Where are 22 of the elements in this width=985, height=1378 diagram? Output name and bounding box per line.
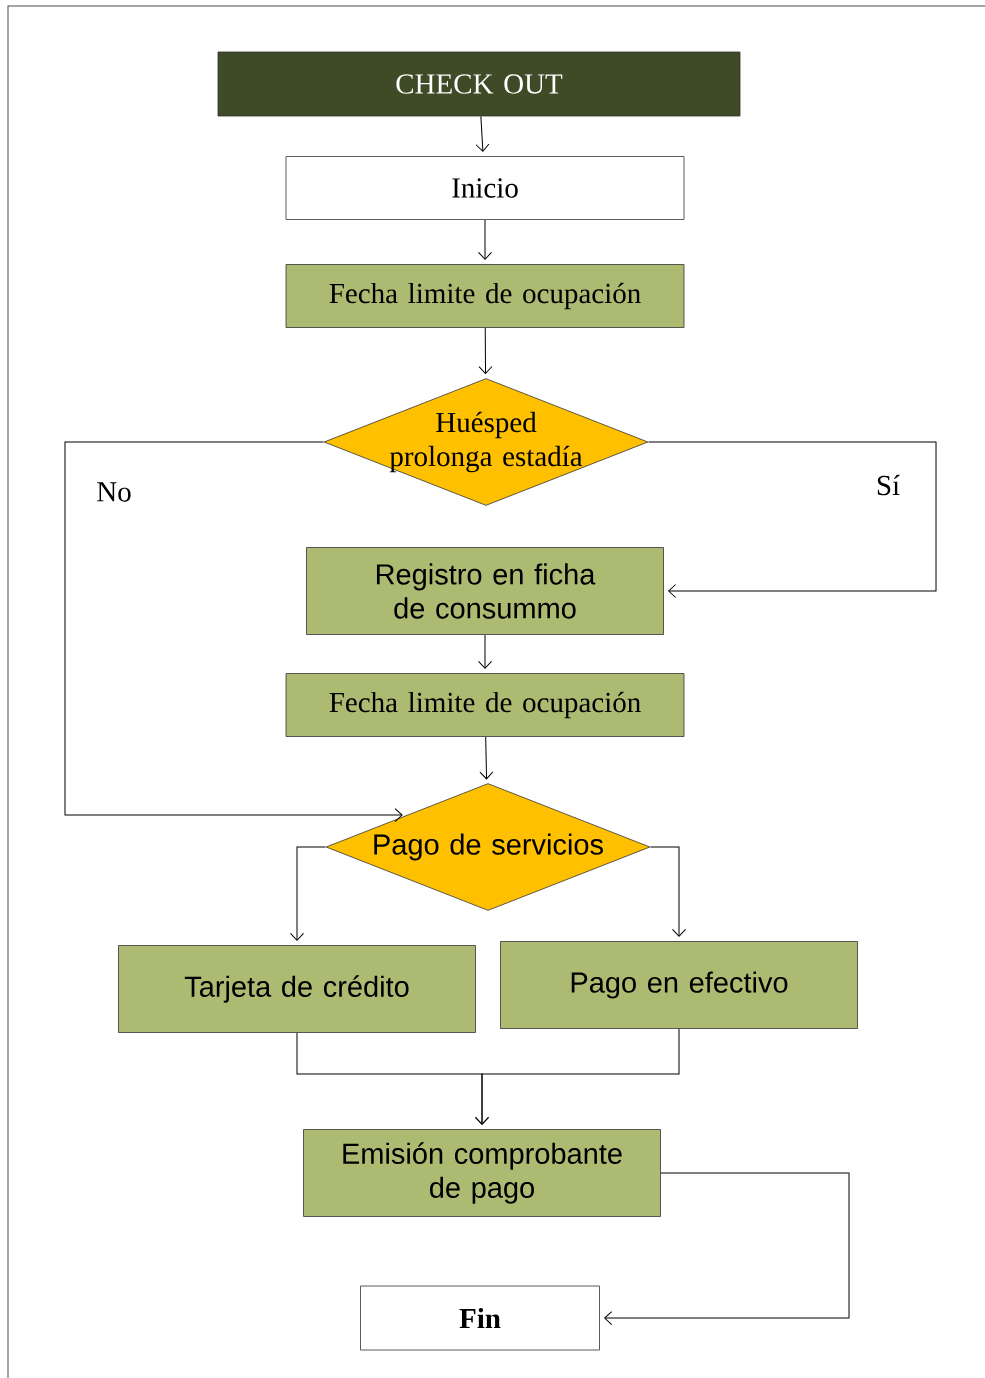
- arrow: [478, 327, 493, 375]
- arrow: [290, 846, 327, 941]
- process-box: Emisión comprobante de pago: [303, 1129, 661, 1217]
- arrow: [478, 219, 492, 260]
- process-box: Registro en ficha de consummo: [306, 547, 664, 635]
- arrow: [649, 846, 686, 937]
- process-box: Inicio: [285, 156, 685, 220]
- process-box: Fecha limite de ocupación: [285, 673, 685, 737]
- edge-label: No: [97, 482, 131, 502]
- arrow: [478, 634, 492, 669]
- process-box: Pago en efectivo: [500, 941, 858, 1029]
- process-box: Fecha limite de ocupación: [285, 264, 685, 328]
- edge-label: Sí: [877, 474, 900, 496]
- process-box: CHECK OUT: [217, 51, 741, 117]
- arrow: [64, 441, 403, 823]
- arrow: [475, 1028, 680, 1125]
- arrow: [647, 441, 937, 598]
- arrow: [479, 736, 494, 780]
- arrow: [475, 115, 490, 152]
- process-box: Tarjeta de crédito: [118, 945, 476, 1033]
- arrow: [604, 1172, 850, 1325]
- process-box: Fin: [360, 1285, 600, 1351]
